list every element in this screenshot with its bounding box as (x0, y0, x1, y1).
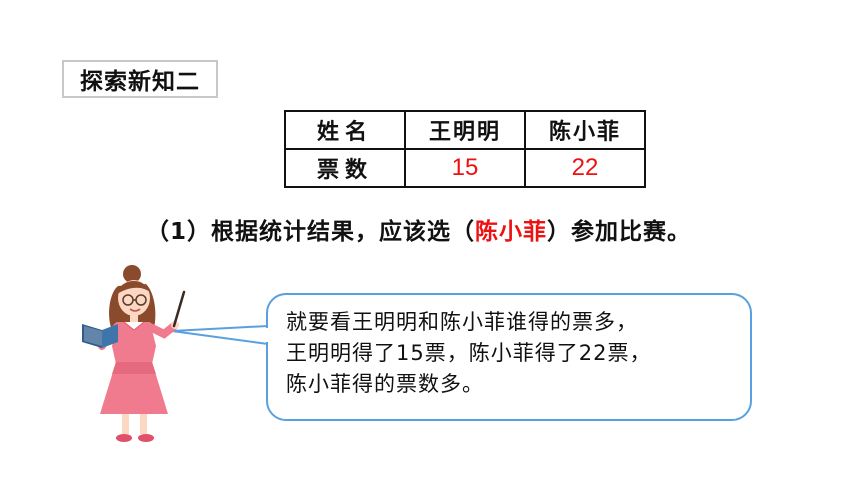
bubble-line: 王明明得了15票，陈小菲得了22票， (286, 341, 652, 365)
book-icon (82, 324, 118, 348)
question-answer: 陈小菲 (475, 219, 548, 245)
section-title: 探索新知二 (62, 60, 218, 98)
table-header-row: 姓名 王明明 陈小菲 (284, 110, 646, 150)
question-suffix: ）参加比赛。 (547, 219, 692, 245)
table-row-label: 票数 (284, 148, 406, 188)
vote-table: 姓名 王明明 陈小菲 票数 15 22 (284, 110, 646, 188)
question-line: （1）根据统计结果，应该选（陈小菲）参加比赛。 (146, 212, 691, 246)
table-header-cell: 姓名 (284, 110, 406, 150)
speech-bubble: 就要看王明明和陈小菲谁得的票多， 王明明得了15票，陈小菲得了22票， 陈小菲得… (266, 293, 752, 421)
pointer-stick-icon (172, 290, 186, 328)
bubble-line: 陈小菲得的票数多。 (286, 372, 484, 396)
table-cell-value: 15 (404, 148, 526, 188)
table-row: 票数 15 22 (284, 148, 646, 188)
table-header-cell: 王明明 (404, 110, 526, 150)
table-header-cell: 陈小菲 (524, 110, 646, 150)
bubble-line: 就要看王明明和陈小菲谁得的票多， (286, 310, 638, 334)
teacher-illustration-icon (82, 265, 186, 442)
question-prefix: （1）根据统计结果，应该选（ (146, 219, 476, 245)
table-cell-value: 22 (524, 148, 646, 188)
